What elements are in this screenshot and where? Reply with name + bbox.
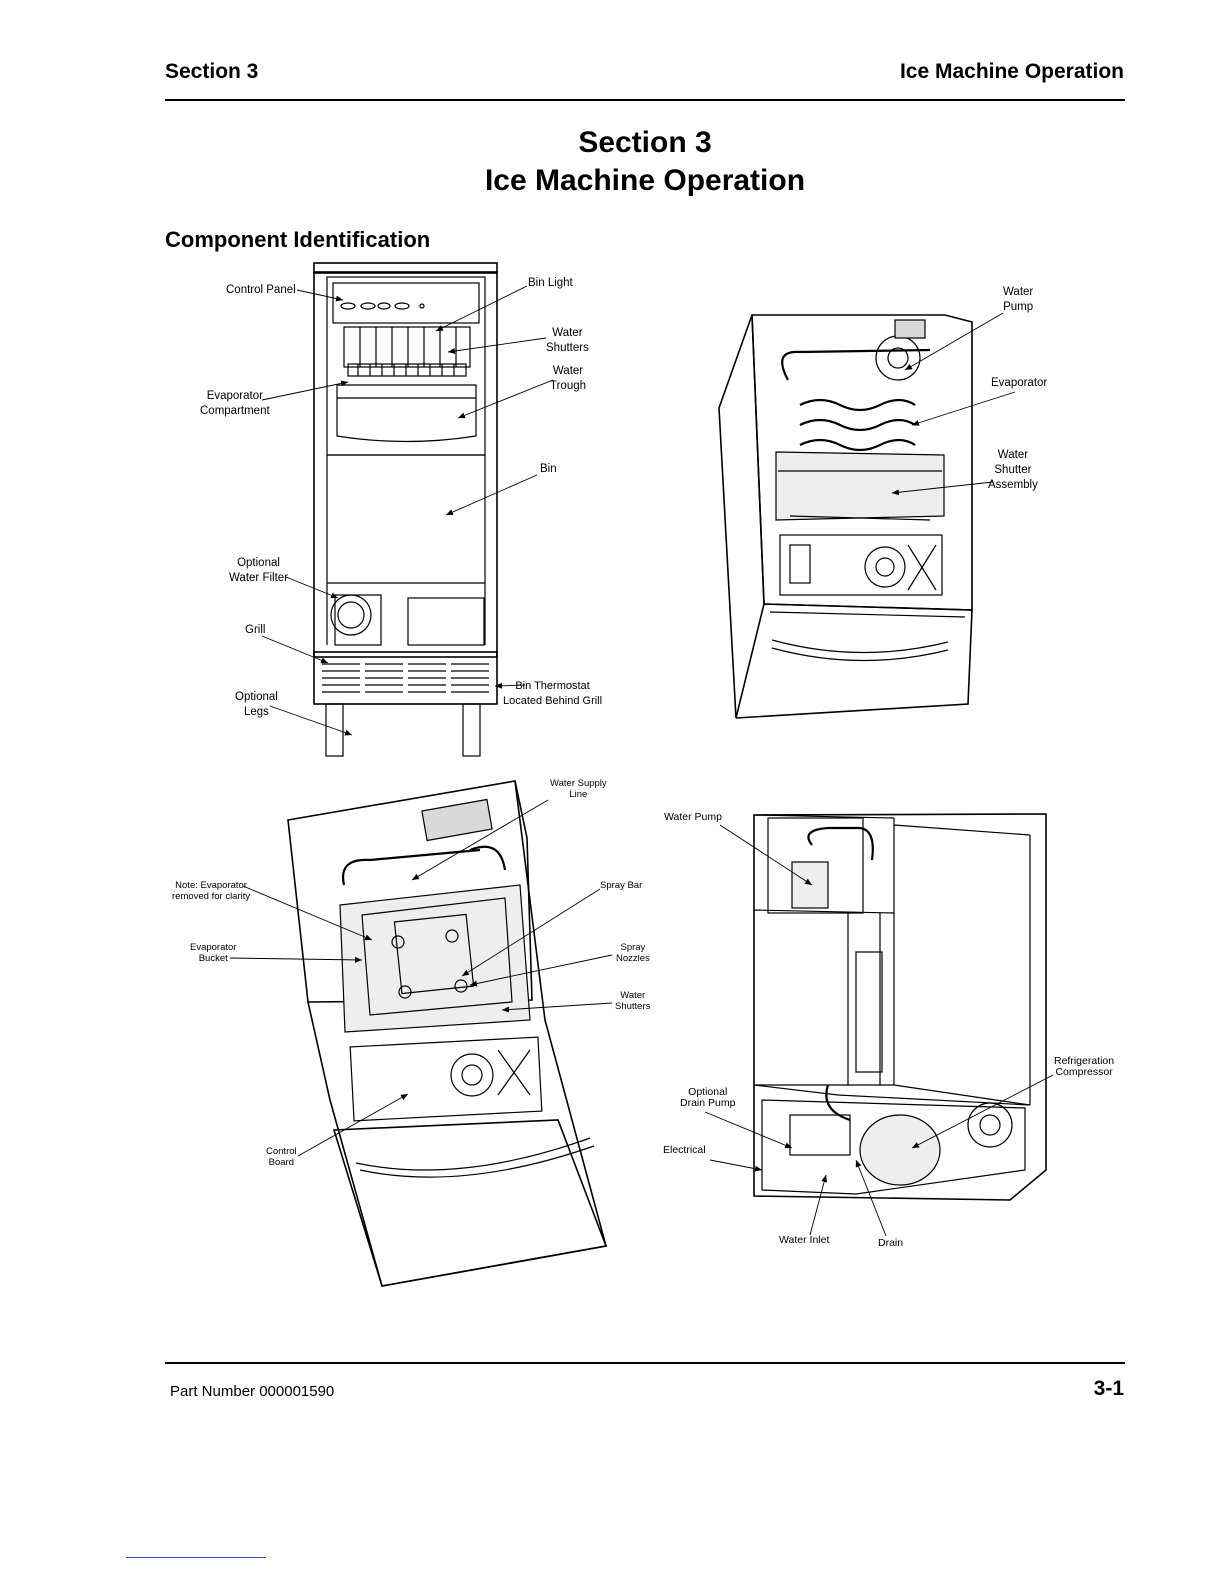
label-spray-bar: Spray Bar — [600, 880, 643, 891]
label-evaporator: Evaporator — [991, 377, 1048, 389]
rear-view-leaders — [704, 824, 1054, 1237]
label-control-panel: Control Panel — [226, 284, 296, 296]
footer-rule — [165, 1362, 1125, 1364]
label-drain: Drain — [878, 1237, 904, 1249]
page-title-line1: Section 3 — [578, 126, 712, 159]
header-rule — [165, 99, 1125, 101]
front-view-leaders — [261, 285, 554, 736]
footnote-rule — [126, 1557, 266, 1558]
label-bin: Bin — [540, 463, 557, 475]
open-top-view-drawing — [287, 780, 608, 1287]
rear-view-drawing — [753, 813, 1047, 1201]
label-water-inlet: Water Inlet — [779, 1234, 830, 1246]
section-subtitle: Component Identification — [165, 227, 431, 252]
label-bin-light: Bin Light — [528, 277, 573, 289]
front-view-drawing — [313, 262, 498, 757]
label-electrical: Electrical — [663, 1144, 706, 1156]
part-number: Part Number 000001590 — [170, 1383, 335, 1400]
open-top-view-leaders — [229, 799, 613, 1157]
iso-view-drawing — [718, 314, 973, 719]
label-grill: Grill — [245, 624, 266, 636]
page-title-line2: Ice Machine Operation — [484, 164, 806, 197]
iso-view-leaders — [891, 312, 1016, 496]
page-number: 3-1 — [1093, 1377, 1124, 1400]
label-water-pump-2: Water Pump — [664, 811, 722, 823]
running-header-right: Ice Machine Operation — [899, 60, 1124, 83]
running-header-left: Section 3 — [165, 60, 259, 83]
